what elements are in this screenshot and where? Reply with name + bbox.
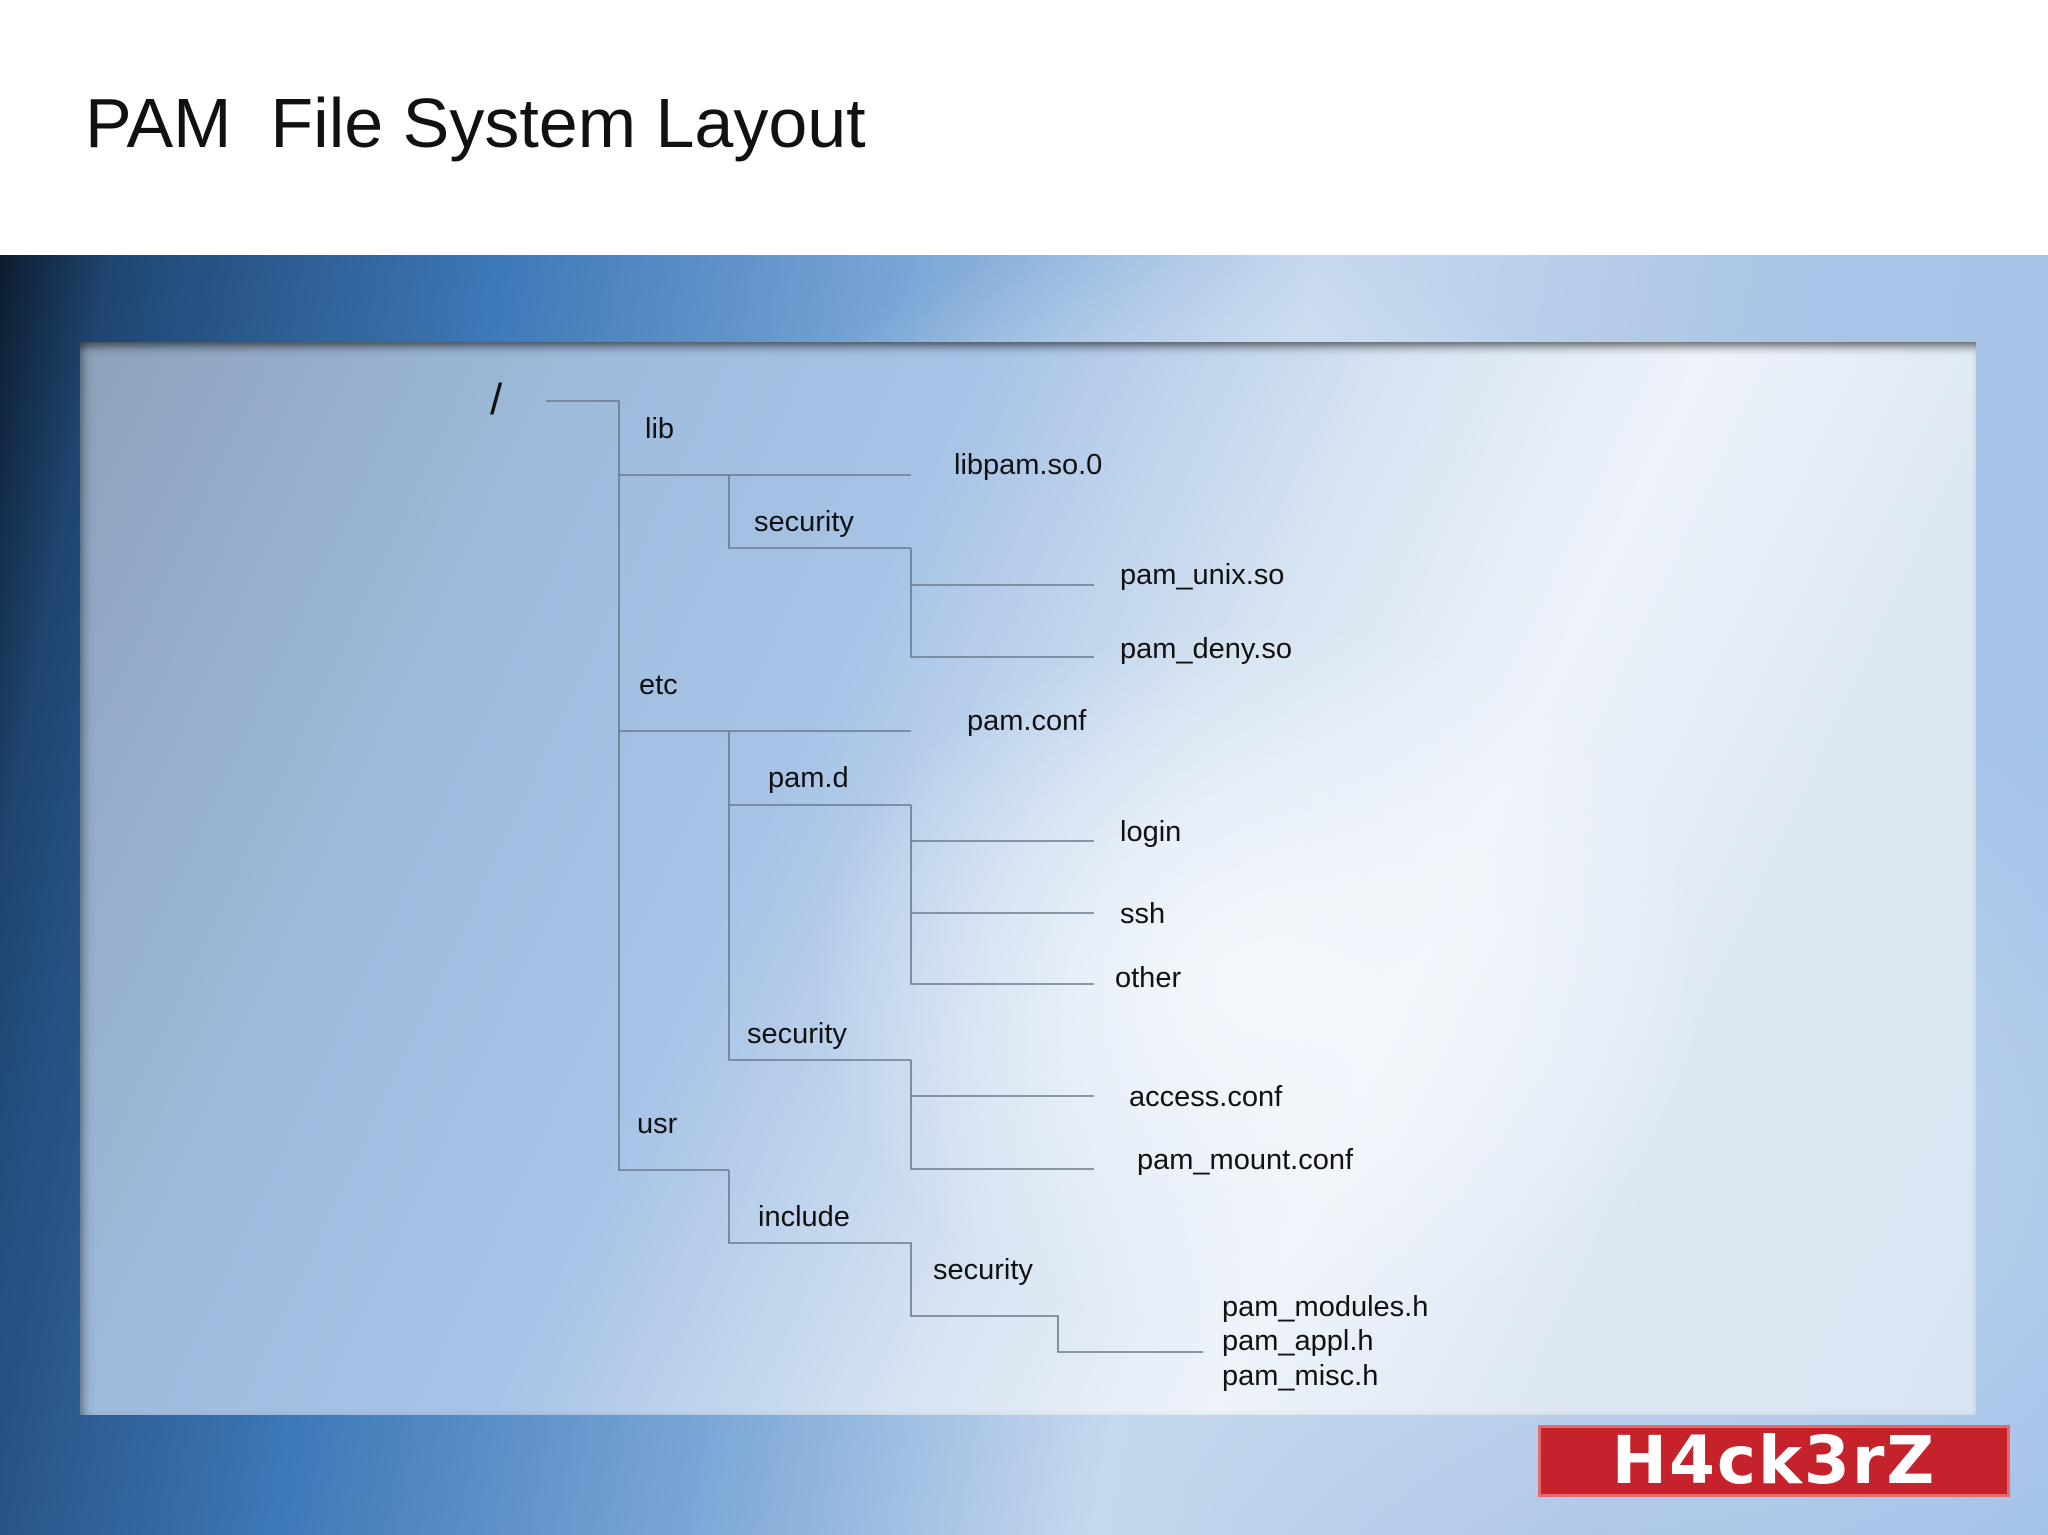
brand-logo-text: H4ck3rZ [1611,1422,1937,1499]
diagram-panel [80,342,1976,1415]
tree-node-libpam: libpam.so.0 [954,449,1103,481]
slide-title: PAM File System Layout [85,84,866,162]
tree-node-include-security: security [933,1254,1033,1286]
tree-node-root: / [490,375,503,424]
tree-node-pam-d: pam.d [768,762,849,794]
tree-node-pam-conf: pam.conf [967,705,1087,737]
tree-node-lib-security: security [754,506,854,538]
tree-node-pam-appl-h: pam_appl.h [1222,1325,1374,1357]
connector-root [546,400,729,1171]
tree-node-pam-misc-h: pam_misc.h [1222,1360,1379,1392]
tree-node-usr: usr [637,1108,678,1140]
connector-usr-include [728,1170,1203,1353]
tree-node-access-conf: access.conf [1129,1081,1283,1113]
connector-etc-sub [728,731,911,1061]
tree-node-pam-modules-h: pam_modules.h [1222,1291,1429,1323]
tree-node-include: include [758,1201,850,1233]
tree-node-login: login [1120,816,1182,848]
tree-node-etc: etc [639,669,678,701]
connector-pam-d-files [910,805,1094,985]
tree-node-etc-security: security [747,1018,847,1050]
connector-etc-security-files [910,1060,1094,1170]
tree-node-ssh: ssh [1120,898,1166,930]
connector-lib-security [728,475,911,549]
tree-node-pam-deny: pam_deny.so [1120,633,1292,665]
tree-node-other: other [1115,962,1182,994]
connector-lib-security-files [910,548,1094,658]
brand-logo: H4ck3rZ [1538,1425,2010,1497]
tree-node-lib: lib [645,413,675,445]
tree-node-pam-unix: pam_unix.so [1120,559,1285,591]
tree-node-pam-mount-conf: pam_mount.conf [1137,1144,1354,1176]
